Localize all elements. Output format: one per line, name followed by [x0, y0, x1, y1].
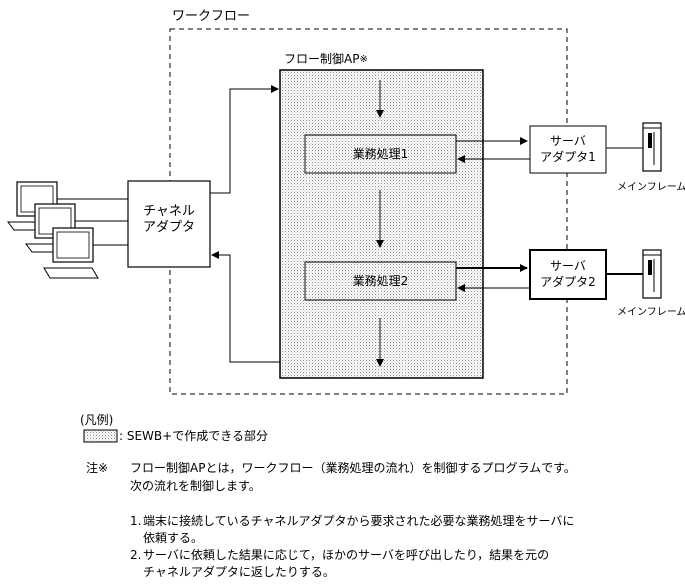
server-adapter1-line2: アダプタ1 [540, 150, 596, 164]
process2-box [304, 261, 457, 301]
channel-adapter-box [127, 180, 211, 268]
process1-label: 業務処理1 [352, 147, 409, 161]
flow-to-channel-arrow [211, 251, 280, 363]
server-adapter2-label: サーバ アダプタ2 [530, 258, 606, 290]
flow-control-label: フロー制御AP※ [284, 52, 368, 67]
mainframe2-label: メインフレーム2 [617, 307, 685, 318]
flow-control-box [279, 69, 484, 379]
server-adapter1-box [529, 125, 607, 174]
note-item1-line1: 端末に接続しているチャネルアダプタから要求された必要な業務処理をサーバに [143, 514, 575, 528]
note-item2-line1: サーバに依頼した結果に応じて，ほかのサーバを呼び出したり，結果を元の [143, 548, 550, 562]
note-mark: 注※ [86, 461, 109, 475]
legend-item-label: : SEWB+で作成できる部分 [119, 429, 268, 443]
process2-label: 業務処理2 [352, 274, 409, 288]
terminal-icons [7, 181, 128, 279]
note-item1-num: 1. [130, 514, 142, 528]
server-adapter2-line2: アダプタ2 [540, 275, 596, 289]
workflow-label: ワークフロー [172, 9, 251, 24]
legend-title: (凡例) [80, 413, 114, 427]
mainframe2-icon [642, 249, 662, 299]
note-line1: フロー制御APとは，ワークフロー（業務処理の流れ）を制御するプログラムです。 [130, 461, 576, 475]
flow-control-title: フロー制御AP [284, 52, 360, 66]
mainframe1-label: メインフレーム1 [617, 182, 685, 193]
channel-adapter-line2: アダプタ [142, 220, 195, 235]
mainframe1-icon [642, 122, 662, 172]
note-item2-line2: チャネルアダプタに返したりする。 [143, 565, 335, 579]
channel-to-flow-arrow [210, 85, 279, 194]
server-adapter1-label: サーバ アダプタ1 [530, 133, 606, 165]
note-item2-num: 2. [130, 548, 142, 562]
channel-adapter-label: チャネル アダプタ [128, 204, 210, 236]
note-line2: 次の流れを制御します。 [130, 479, 261, 493]
flow-control-mark: ※ [359, 54, 368, 65]
note-item1-line2: 依頼する。 [143, 531, 204, 545]
terminal-icon [43, 227, 99, 279]
process1-box [304, 134, 457, 174]
channel-adapter-line1: チャネル [143, 204, 195, 219]
server-adapter1-line1: サーバ [550, 134, 586, 148]
legend-swatch [83, 429, 118, 443]
server-adapter2-line1: サーバ [550, 259, 586, 273]
